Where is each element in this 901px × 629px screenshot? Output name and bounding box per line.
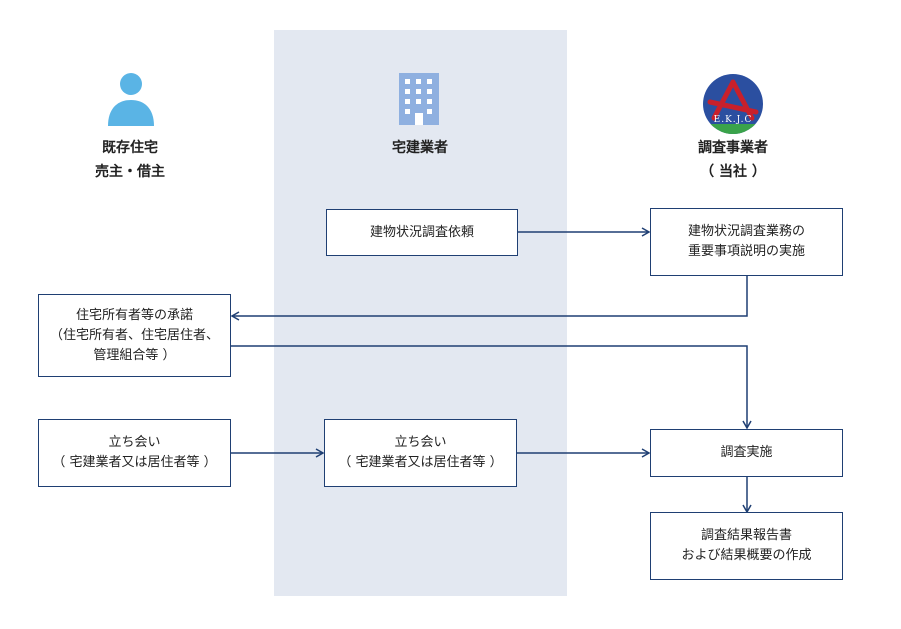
witness-left-box: 立ち会い （ 宅建業者又は居住者等 ） bbox=[38, 419, 231, 487]
consent-box: 住宅所有者等の承諾 （住宅所有者、住宅居住者、 管理組合等 ） bbox=[38, 294, 231, 377]
arrow-consent-to-survey bbox=[231, 345, 752, 430]
agent-column-heading: 宅建業者 bbox=[392, 140, 448, 156]
building-icon bbox=[399, 73, 439, 125]
arrow-explanation-to-consent bbox=[230, 276, 748, 321]
request-box: 建物状況調査依頼 bbox=[326, 209, 518, 256]
company-logo: E.K.J.C bbox=[700, 74, 766, 136]
witness-mid-box: 立ち会い （ 宅建業者又は居住者等 ） bbox=[324, 419, 517, 487]
person-icon bbox=[108, 73, 154, 126]
inspector-column-heading: 調査事業者 （ 当社 ） bbox=[698, 140, 768, 180]
survey-box: 調査実施 bbox=[650, 429, 843, 477]
report-box: 調査結果報告書 および結果概要の作成 bbox=[650, 512, 843, 580]
explanation-box: 建物状況調査業務の 重要事項説明の実施 bbox=[650, 208, 843, 276]
logo-text: E.K.J.C bbox=[713, 115, 753, 125]
owner-column-heading: 既存住宅 売主・借主 bbox=[95, 140, 165, 180]
